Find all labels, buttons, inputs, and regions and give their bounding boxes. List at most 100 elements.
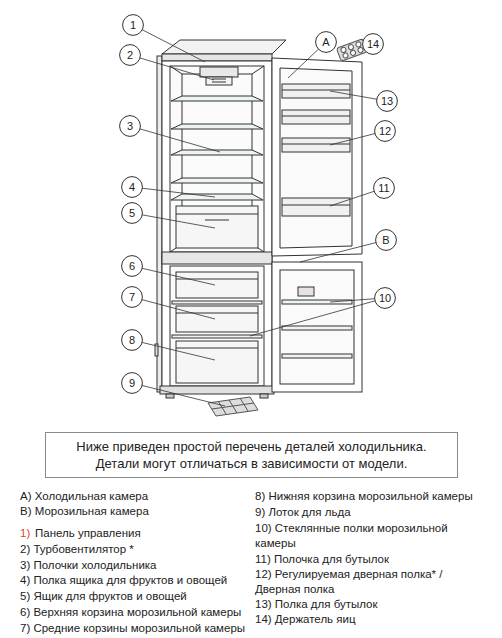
callout-outline — [122, 373, 143, 394]
egg-holder — [350, 50, 356, 56]
callout-outline — [363, 34, 384, 55]
fridge-cabinet — [200, 67, 238, 77]
fridge-cabinet — [170, 266, 264, 386]
callout-number: A — [322, 36, 329, 48]
fridge-door — [282, 84, 350, 98]
part-list-item: B) Морозильная камера — [20, 504, 250, 519]
fridge-cabinet — [176, 214, 258, 215]
ice-tray — [208, 397, 258, 416]
leader-line — [250, 298, 385, 336]
callout-circle: 10 — [374, 287, 396, 309]
fridge-cabinet — [157, 56, 162, 392]
callout-outline — [377, 91, 398, 112]
callout-outline — [120, 116, 141, 137]
part-list-item: 4) Полка ящика для фруктов и овощей — [20, 573, 250, 588]
fridge-door — [282, 116, 350, 117]
callout-circle: 9 — [121, 372, 143, 394]
fridge-door — [280, 68, 352, 248]
fridge-door — [272, 58, 362, 256]
part-list-item: 6) Верхняя корзина морозильной камеры — [20, 605, 250, 620]
callout-outline — [123, 15, 144, 36]
callout-circle: A — [315, 31, 337, 53]
callout-number: 10 — [379, 292, 391, 304]
callout-outline — [122, 256, 143, 277]
fridge-cabinet — [155, 40, 286, 398]
fridge-door — [282, 198, 350, 216]
callout-number: 8 — [129, 334, 135, 346]
part-list-item: 11) Полочка для бутылок — [255, 552, 495, 567]
part-list-item: 12) Регулируемая дверная полка* / Дверна… — [255, 567, 455, 597]
leader-line — [132, 340, 215, 360]
callout-number: 9 — [129, 377, 135, 389]
fridge-cabinet — [171, 124, 263, 129]
callout-circle: 7 — [121, 286, 143, 308]
part-list-item: 2) Турбовентилятор * — [20, 542, 250, 557]
callout-number: 6 — [129, 260, 135, 272]
fridge-door — [282, 110, 350, 124]
fridge-cabinet — [252, 66, 264, 74]
callout-outline — [122, 287, 143, 308]
fridge-cabinet — [212, 79, 226, 80]
fridge-door — [282, 144, 350, 145]
freezer-door — [298, 287, 314, 296]
callout-number: 4 — [129, 181, 135, 193]
fridge-cabinet — [166, 394, 174, 398]
ice-tray — [208, 397, 258, 416]
leader-line — [130, 55, 214, 80]
callout-outline — [122, 177, 143, 198]
callout-outline — [376, 230, 397, 251]
part-list-item: 9) Лоток для льда — [255, 505, 495, 520]
notice-text: Ниже приведен простой перечень деталей х… — [66, 438, 438, 472]
callout-outline — [375, 121, 396, 142]
part-list-item: 14) Держатель яиц — [255, 612, 495, 627]
freezer-door — [282, 354, 352, 358]
callout-number: 14 — [367, 38, 379, 50]
egg-holder — [357, 47, 363, 53]
egg-holder — [355, 41, 361, 47]
callout-circle: 4 — [121, 176, 143, 198]
callout-number: 2 — [127, 49, 133, 61]
fridge-cabinet — [171, 96, 263, 101]
fridge-cabinet — [176, 272, 258, 298]
leader-line — [132, 297, 215, 319]
fridge-cabinet — [160, 386, 274, 394]
notice-box: Ниже приведен простой перечень деталей х… — [45, 432, 458, 478]
fridge-cabinet — [162, 54, 272, 61]
leader-line — [130, 126, 220, 152]
part-list-item: 3) Полочки холодильника — [20, 558, 250, 573]
callout-outline — [374, 178, 395, 199]
part-list-item: Панель управления — [35, 526, 245, 541]
fridge-cabinet — [176, 313, 258, 314]
fridge-cabinet — [176, 348, 258, 349]
fridge-cabinet — [170, 66, 264, 252]
callout-outline — [375, 288, 396, 309]
freezer-door — [280, 270, 354, 384]
fridge-cabinet — [205, 220, 229, 221]
fridge-cabinet — [212, 82, 226, 83]
freezer-door — [272, 262, 362, 392]
callout-circle: 6 — [121, 255, 143, 277]
leader-line — [133, 25, 205, 62]
fridge-cabinet — [162, 61, 272, 392]
freezer-door — [282, 326, 352, 330]
part-list-item: 13) Полка для бутылок — [255, 597, 495, 612]
callout-outline — [316, 32, 337, 53]
callout-outline — [122, 203, 143, 224]
callout-number: 12 — [379, 125, 391, 137]
fridge-cabinet — [171, 178, 263, 183]
callout-circle: 14 — [362, 33, 384, 55]
callout-circle: 8 — [121, 329, 143, 351]
ice-tray — [212, 403, 254, 409]
callout-circle: 3 — [119, 115, 141, 137]
callout-number: 1 — [130, 19, 136, 31]
leader-line — [130, 25, 387, 406]
fridge-cabinet — [171, 194, 263, 200]
fridge-door — [282, 138, 350, 152]
callout-outline — [122, 330, 143, 351]
fridge-door — [282, 90, 350, 91]
callout-circle: 5 — [121, 202, 143, 224]
callout-circle: 2 — [119, 44, 141, 66]
